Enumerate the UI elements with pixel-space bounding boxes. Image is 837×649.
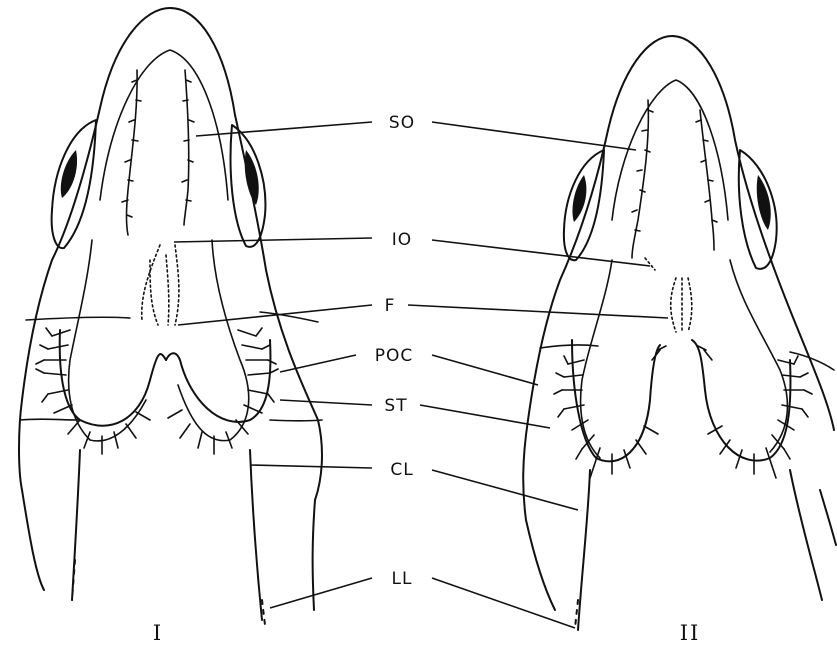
head-outline-right: [523, 36, 836, 630]
head-outline-left: [19, 8, 322, 625]
panel-label-right: II: [680, 621, 701, 645]
panel-label-left: I: [153, 621, 163, 645]
label-cl: CL: [390, 460, 413, 480]
label-ll: LL: [392, 569, 413, 589]
label-st: ST: [384, 396, 407, 416]
label-poc: POC: [375, 346, 414, 366]
label-f: F: [385, 296, 396, 316]
label-so: SO: [389, 113, 415, 133]
label-io: IO: [392, 230, 412, 250]
